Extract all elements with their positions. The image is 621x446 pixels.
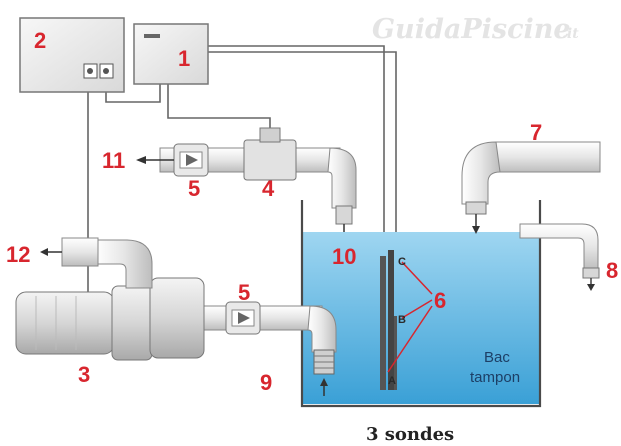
probe-c-label: C: [398, 256, 406, 268]
label-8: 8: [606, 258, 618, 283]
pump-3: [15, 237, 205, 361]
control-panel-2: [19, 17, 125, 93]
label-5-lower: 5: [238, 280, 250, 305]
label-6: 6: [434, 288, 446, 313]
label-4: 4: [262, 176, 275, 201]
lower-pipe: [203, 301, 337, 396]
dosing-inlet-arrow: [136, 156, 174, 164]
probe-pointers: [387, 261, 433, 373]
foot-valve-9: [313, 349, 335, 375]
tank-label-line1: Bac: [484, 349, 510, 366]
label-1: 1: [178, 46, 190, 71]
probe-b-label: B: [398, 314, 406, 326]
watermark: GuidaPiscine .it: [372, 14, 579, 45]
label-2: 2: [34, 28, 46, 53]
svg-text:GuidaPiscine: GuidaPiscine: [372, 14, 571, 45]
label-12: 12: [6, 242, 30, 267]
probe-a-label: A: [388, 375, 396, 387]
label-5-upper: 5: [188, 176, 200, 201]
buffer-tank: [300, 200, 542, 408]
diagram-caption: 3 sondes: [366, 424, 454, 445]
tank-water: [302, 232, 540, 404]
svg-text:.it: .it: [562, 26, 579, 42]
control-unit-1: [133, 23, 209, 85]
upper-pipe: [159, 127, 357, 240]
label-7: 7: [530, 120, 542, 145]
tank-label-line2: tampon: [470, 369, 520, 386]
overflow-pipe-8: [519, 223, 600, 291]
inlet-pipe-7: [461, 141, 601, 234]
label-9: 9: [260, 370, 272, 395]
probe-rods: [380, 250, 397, 390]
label-11: 11: [102, 148, 125, 173]
label-10: 10: [332, 244, 356, 269]
label-3: 3: [78, 362, 90, 387]
